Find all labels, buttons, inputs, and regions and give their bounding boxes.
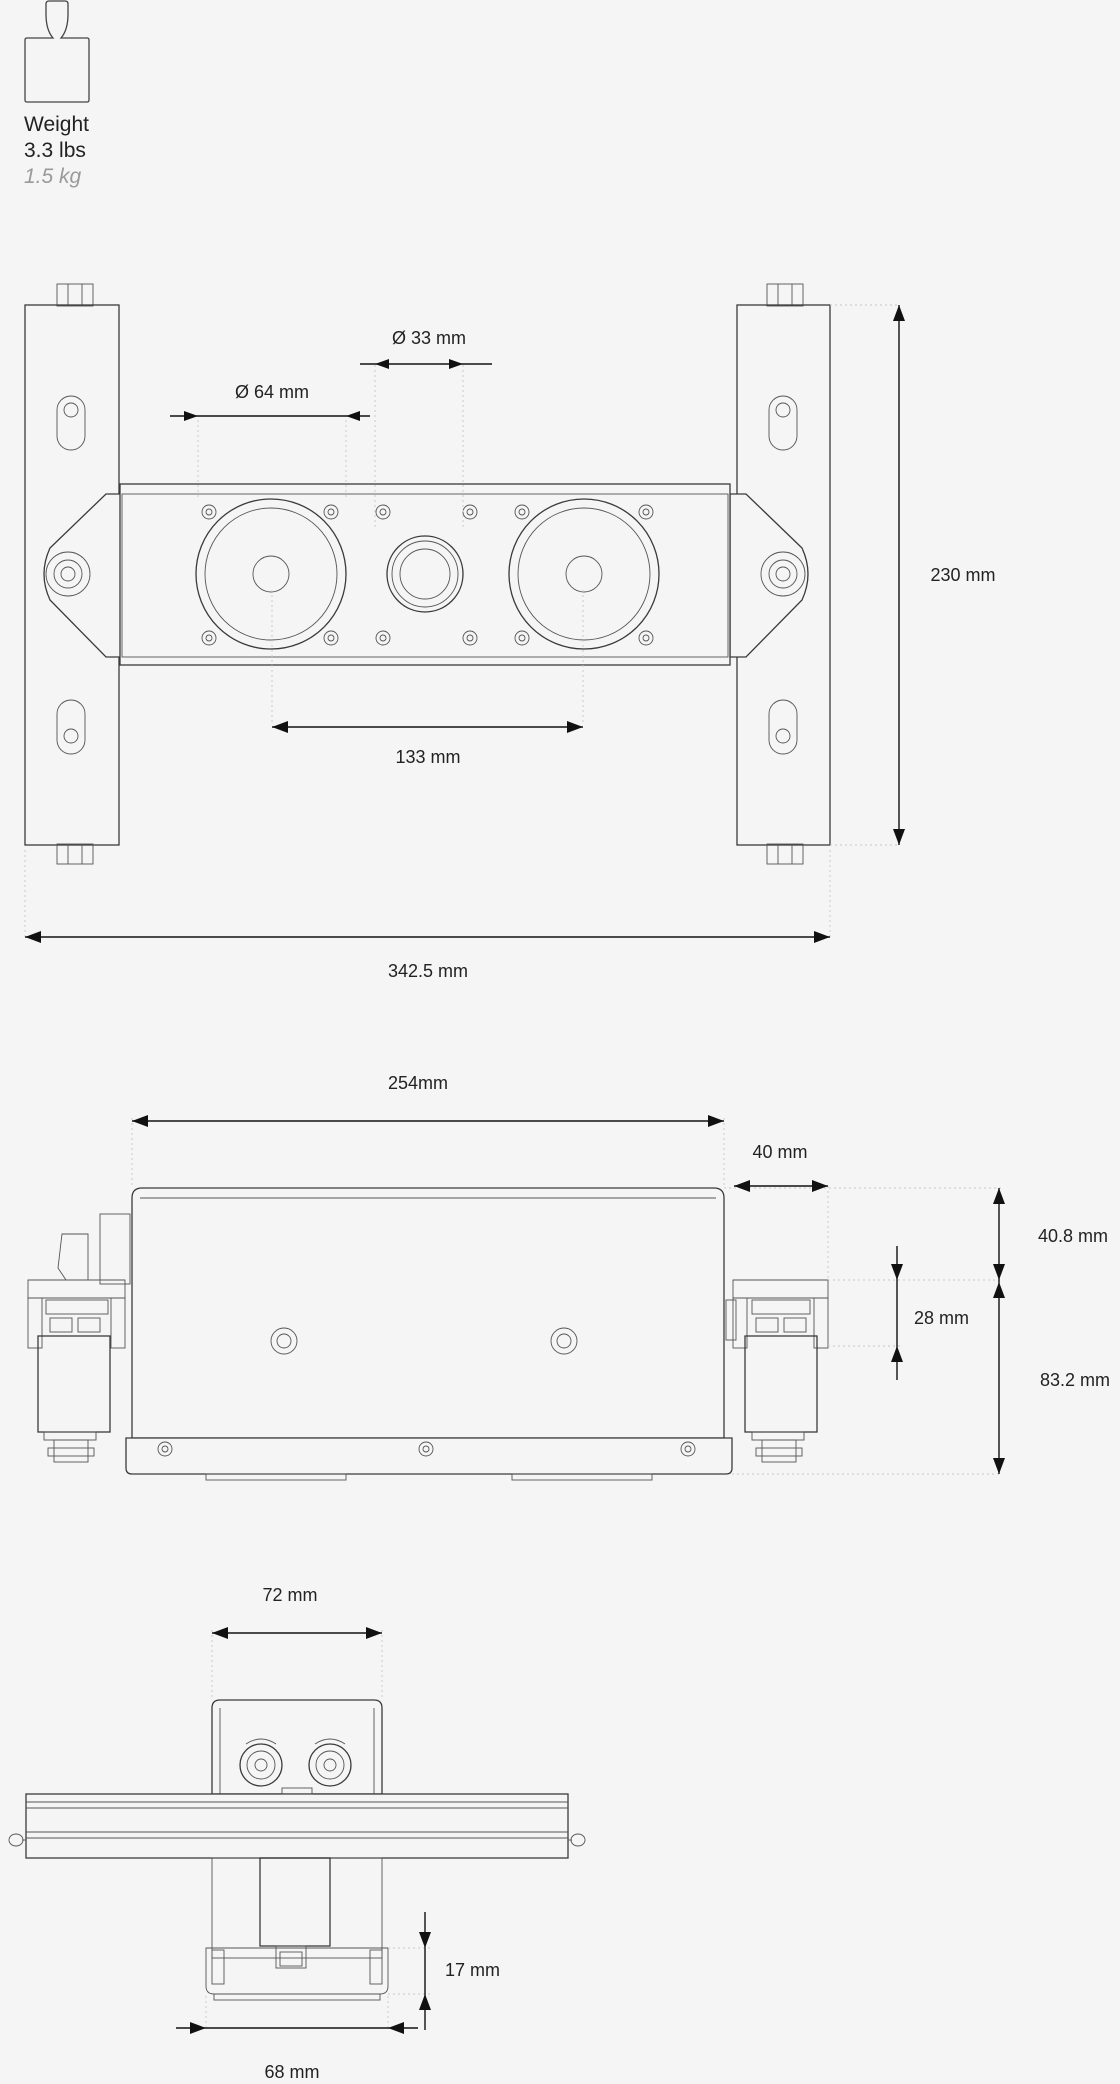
center-tweeter — [386, 535, 464, 613]
dim-body-width: 254mm — [388, 1073, 448, 1093]
left-woofer — [195, 498, 347, 650]
dim-height: 230 mm — [930, 565, 995, 585]
dim-top-width: 72 mm — [262, 1585, 317, 1605]
end-rail — [25, 1793, 569, 1859]
dim-outer-diameter: Ø 64 mm — [235, 382, 309, 402]
dim-center-diameter: Ø 33 mm — [392, 328, 466, 348]
end-view: 72 mm 17 mm 68 mm — [8, 1585, 586, 2082]
weight-info: Weight 3.3 lbs 1.5 kg — [24, 0, 144, 200]
weight-lbs: 3.3 lbs — [24, 139, 86, 162]
side-body — [131, 1187, 725, 1439]
right-woofer — [508, 498, 660, 650]
weight-icon — [24, 0, 90, 103]
dim-bracket-width: 40 mm — [752, 1142, 807, 1162]
dim-speaker-spacing: 133 mm — [395, 747, 460, 767]
dim-total-width: 342.5 mm — [388, 961, 468, 981]
dim-bottom-width: 68 mm — [264, 2062, 319, 2082]
dim-rail-height: 28 mm — [914, 1308, 969, 1328]
dim-foot-height: 17 mm — [445, 1960, 500, 1980]
weight-label: Weight — [24, 113, 89, 136]
side-view: 254mm 40 mm 40.8 mm 28 mm 83.2 mm — [27, 1073, 1110, 1481]
top-view: Ø 64 mm Ø 33 mm 133 mm 230 mm 342.5 mm — [24, 283, 996, 981]
dim-top-offset: 40.8 mm — [1038, 1226, 1108, 1246]
weight-kg: 1.5 kg — [24, 165, 82, 188]
dim-lower-height: 83.2 mm — [1040, 1370, 1110, 1390]
